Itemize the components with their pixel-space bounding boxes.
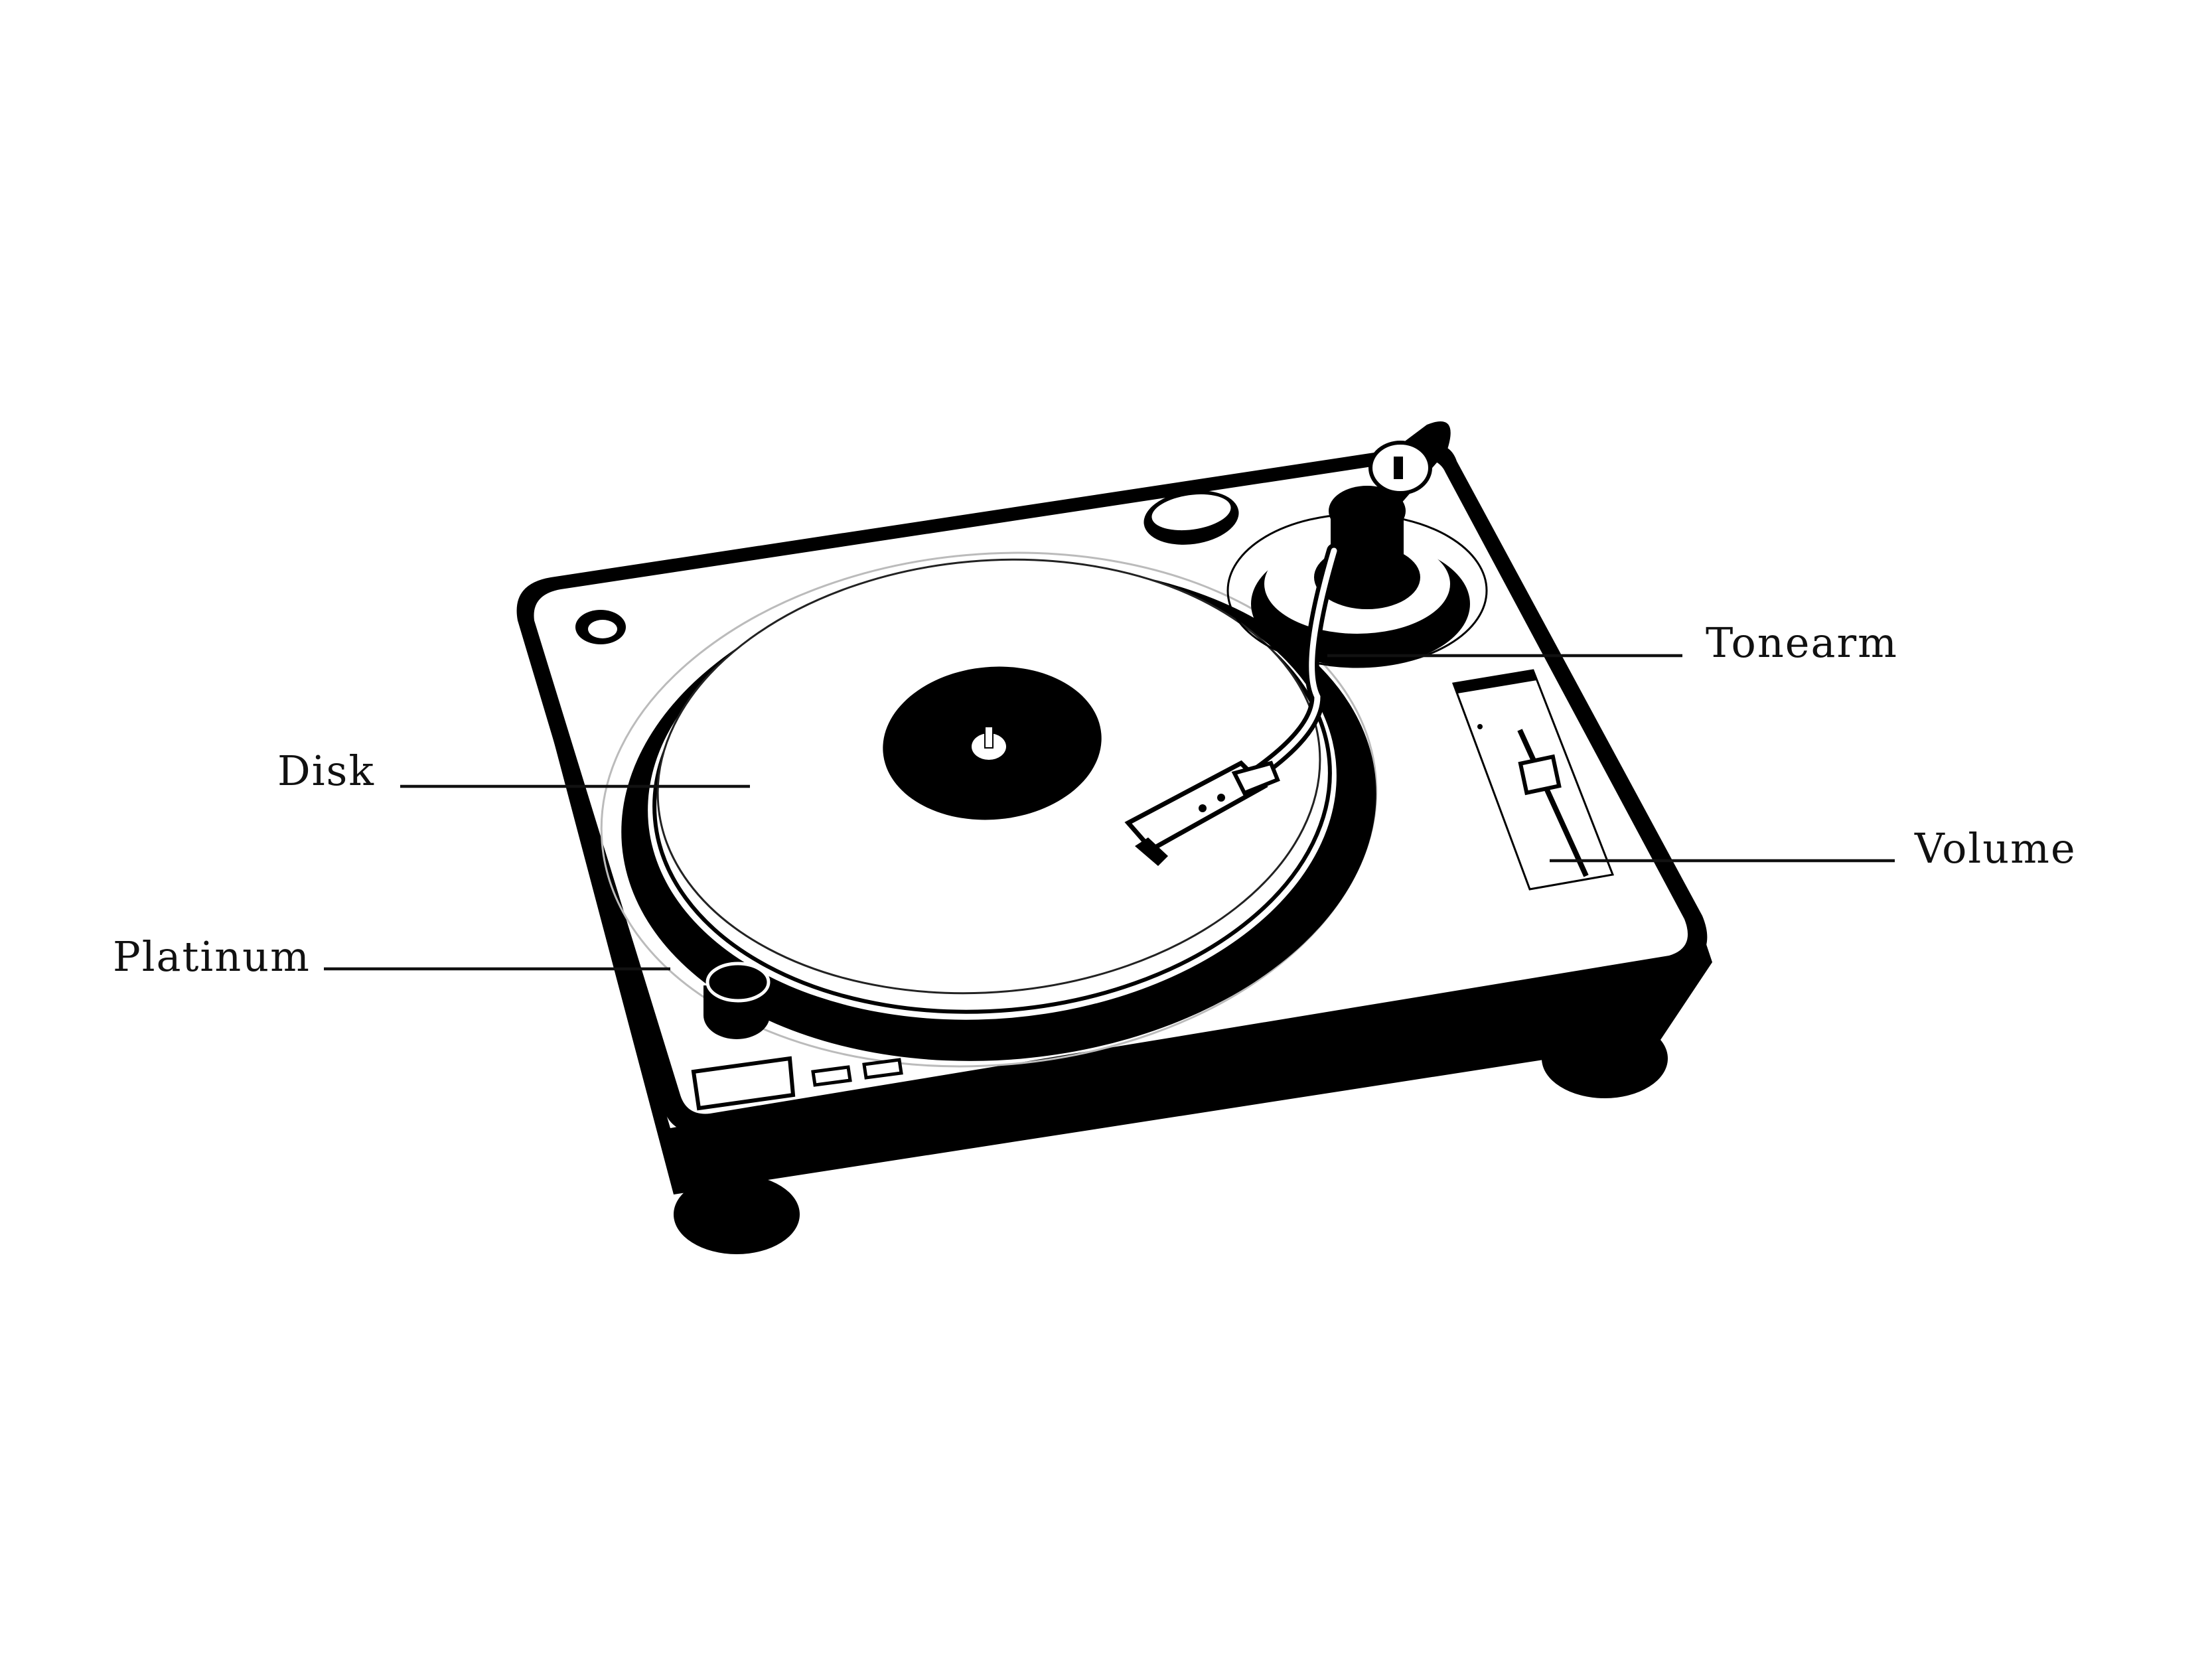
label-platinum-group: Platinum bbox=[113, 932, 670, 981]
label-platinum: Platinum bbox=[113, 932, 311, 981]
tonearm-assembly bbox=[1124, 421, 1488, 866]
speed-45-button[interactable] bbox=[862, 1058, 903, 1080]
counterweight bbox=[1368, 421, 1451, 504]
label-volume-group: Volume bbox=[1550, 824, 2077, 873]
label-disk: Disk bbox=[277, 747, 375, 795]
slider-knob[interactable] bbox=[1518, 754, 1562, 796]
label-volume: Volume bbox=[1914, 824, 2077, 873]
spindle-pin bbox=[984, 726, 994, 749]
label-tonearm: Tonearm bbox=[1706, 618, 1898, 667]
platter bbox=[600, 551, 1378, 1068]
plinth-side bbox=[521, 617, 1712, 1194]
start-stop-knob[interactable] bbox=[703, 962, 771, 1039]
front-buttons bbox=[691, 1056, 903, 1111]
label-tonearm-group: Tonearm bbox=[1327, 618, 1898, 667]
platter-outer-ring bbox=[600, 551, 1378, 1068]
power-light bbox=[575, 610, 626, 644]
speed-33-button[interactable] bbox=[811, 1065, 852, 1087]
tonearm-pivot-cap bbox=[1329, 486, 1406, 536]
slider-track bbox=[1517, 729, 1589, 877]
dust-cover-hinge bbox=[1143, 490, 1239, 545]
foot-front-left bbox=[674, 1175, 800, 1254]
tonearm-tube-highlight bbox=[1244, 547, 1337, 783]
start-button[interactable] bbox=[691, 1056, 796, 1111]
label-disk-group: Disk bbox=[277, 747, 750, 795]
headshell bbox=[1124, 760, 1280, 866]
volume-slider[interactable] bbox=[1451, 669, 1615, 891]
